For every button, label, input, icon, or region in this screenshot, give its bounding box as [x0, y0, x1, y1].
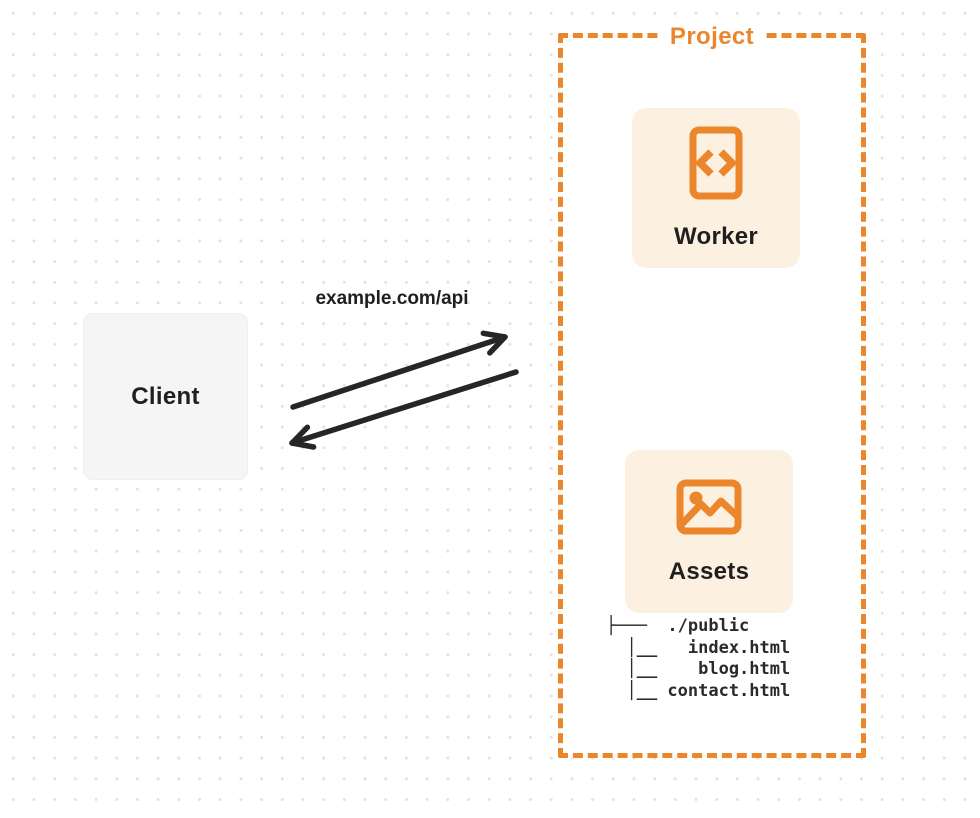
assets-node: Assets: [625, 450, 793, 613]
code-document-icon: [689, 126, 743, 200]
image-icon: [676, 479, 742, 534]
request-url-label: example.com/api: [315, 288, 469, 309]
assets-file-tree: ├─── ./public │__ index.html │__ blog.ht…: [606, 616, 791, 701]
worker-label: Worker: [673, 223, 759, 250]
client-label: Client: [131, 382, 200, 410]
response-arrow: [289, 369, 519, 450]
request-arrow: [290, 330, 508, 410]
client-node: Client: [83, 313, 248, 480]
project-group-label: Project: [661, 22, 763, 52]
worker-node: Worker: [632, 108, 800, 268]
assets-label: Assets: [668, 557, 750, 585]
